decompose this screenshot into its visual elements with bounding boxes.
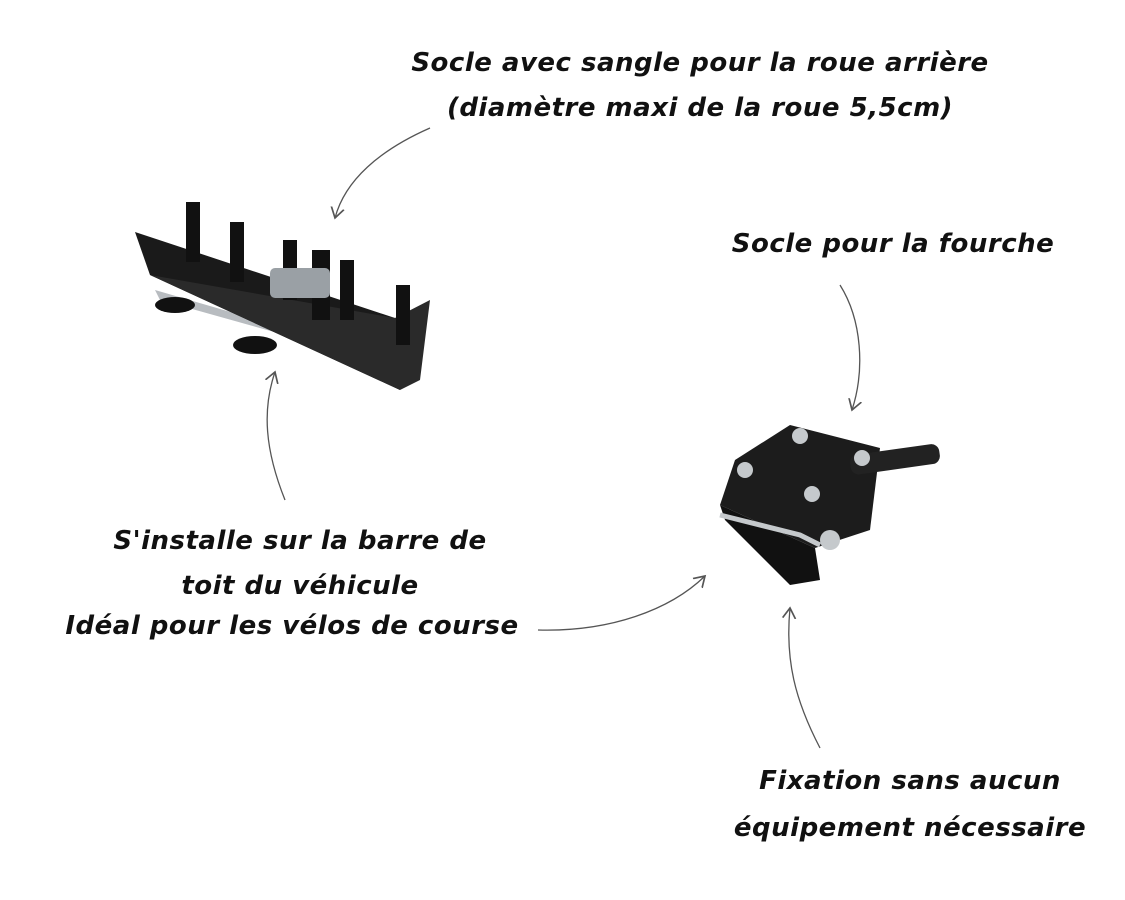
fork-base-image [719,425,940,585]
install-label-line2: toit du véhicule [181,571,419,601]
install-label-line1: S'installe sur la barre de [113,526,487,556]
rear-wheel-label-line1: Socle avec sangle pour la roue arrière [411,48,989,78]
rear-wheel-label-line2: (diamètre maxi de la roue 5,5cm) [446,93,954,123]
arrow-install-to-fork [537,576,705,631]
arrow-to-rear-base [335,127,431,218]
arrow-fixation-up [789,608,821,749]
install-label-line3: Idéal pour les vélos de course [65,611,519,641]
rear-wheel-base-image [135,202,430,390]
arrow-to-fork [839,284,860,410]
fixation-label-line1: Fixation sans aucun [759,766,1061,796]
arrow-from-install-up [267,372,286,501]
fixation-label-line2: équipement nécessaire [733,813,1087,843]
fork-label: Socle pour la fourche [731,229,1055,259]
